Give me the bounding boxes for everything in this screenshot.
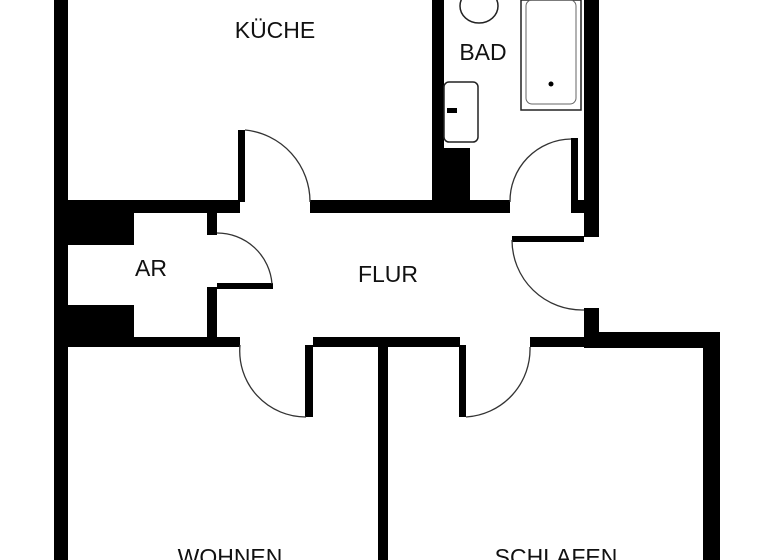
flur-wall-bottom-left <box>54 337 240 347</box>
toilet-icon <box>459 0 499 24</box>
ar-wall-right-bottom <box>207 287 217 342</box>
room-labels: KÜCHE BAD AR FLUR WOHNEN SCHLAFEN <box>135 17 617 560</box>
sink-icon <box>443 81 479 143</box>
room-label-bad: BAD <box>459 39 506 65</box>
flur-entry-door-leaf <box>512 236 584 242</box>
bathtub-inner-icon <box>525 0 577 105</box>
sink-tap-icon <box>447 108 457 113</box>
ar-wall-right-top <box>207 210 217 235</box>
walls <box>54 0 720 560</box>
bath-wall-block <box>432 148 470 212</box>
room-label-kueche: KÜCHE <box>235 17 316 43</box>
ar-door-swing <box>216 232 273 285</box>
bath-wall-corner <box>571 200 599 213</box>
room-label-schlafen: SCHLAFEN <box>495 544 618 560</box>
wohnen-schlafen-wall <box>378 337 388 560</box>
kitchen-wall-bottom-right <box>310 200 510 213</box>
schlafen-wall-top <box>584 332 720 348</box>
wohnen-door-leaf <box>305 345 313 417</box>
bath-wall-right <box>584 0 599 237</box>
door-swings <box>216 129 585 418</box>
kitchen-door-leaf <box>238 130 245 202</box>
schlafen-door-swing <box>465 346 531 418</box>
bathroom-fixtures <box>443 0 582 143</box>
bathtub-icon <box>520 0 582 111</box>
room-label-flur: FLUR <box>358 261 418 287</box>
room-label-wohnen: WOHNEN <box>178 544 283 560</box>
outer-wall-right <box>703 332 720 560</box>
wohnen-door-swing <box>239 344 307 418</box>
flur-entry-door-swing <box>511 239 585 311</box>
kitchen-door-swing <box>244 129 311 203</box>
ar-door-leaf <box>217 283 273 289</box>
bath-door-swing <box>509 138 572 203</box>
outer-wall-left <box>54 0 68 560</box>
room-label-ar: AR <box>135 255 167 281</box>
bath-door-jamb <box>571 138 578 206</box>
schlafen-door-leaf <box>459 345 466 417</box>
ar-wall-block-top <box>68 203 134 245</box>
bathtub-drain-icon <box>548 81 554 87</box>
ar-wall-block-bottom <box>68 305 134 342</box>
flur-wall-bottom-right <box>530 337 599 347</box>
